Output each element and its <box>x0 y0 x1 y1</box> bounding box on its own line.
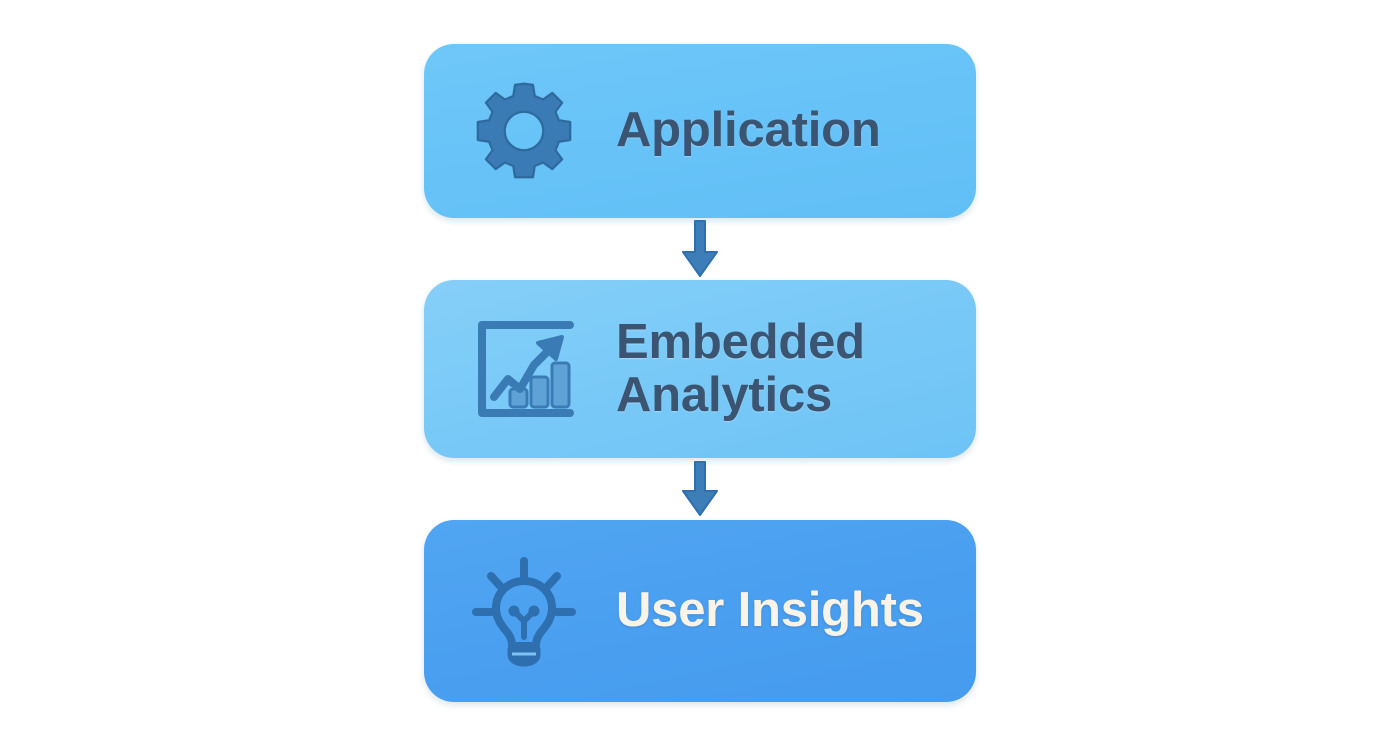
flow-node-user-insights[interactable]: User Insights <box>424 520 976 702</box>
analytics-chart-icon <box>468 313 580 425</box>
flow-node-label: Embedded Analytics <box>616 314 865 422</box>
gear-icon <box>468 75 580 187</box>
flow-node-application[interactable]: Application <box>424 44 976 218</box>
flow-node-label: User Insights <box>616 583 924 638</box>
arrow-down-icon <box>670 458 730 520</box>
lightbulb-icon <box>468 555 580 667</box>
flow-node-label: Application <box>616 103 881 158</box>
arrow-down-icon <box>670 218 730 280</box>
flow-node-embedded-analytics[interactable]: Embedded Analytics <box>424 280 976 458</box>
flow-column: Application <box>424 44 976 702</box>
